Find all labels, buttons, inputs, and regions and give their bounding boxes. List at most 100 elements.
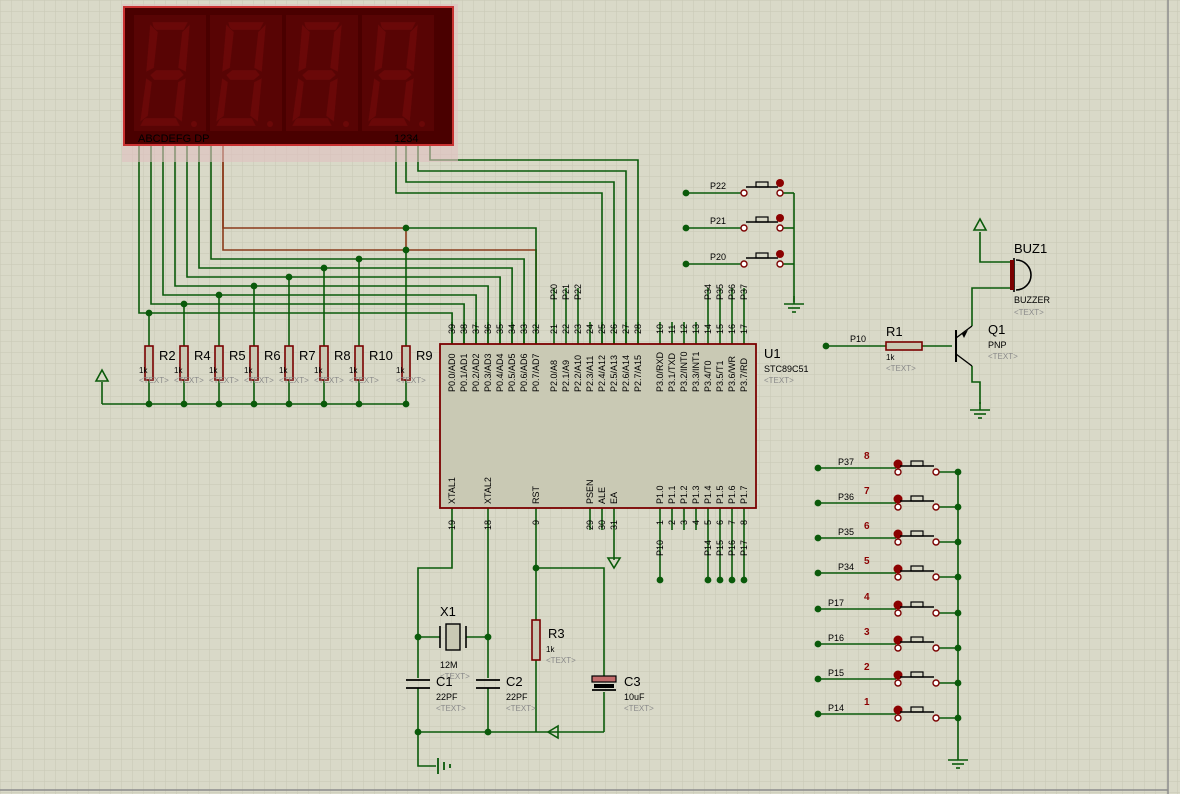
button-pin-marker xyxy=(893,529,903,539)
mcu-ref: U1 xyxy=(764,346,781,361)
pin-number: 9 xyxy=(531,520,541,525)
decimal-point xyxy=(267,121,273,127)
pin-name: P3.7/RD xyxy=(739,357,749,392)
junction-dot xyxy=(285,273,293,281)
resistor-ref: R2 xyxy=(159,348,176,363)
button-terminal xyxy=(894,609,902,617)
cap-plate-positive xyxy=(591,675,617,683)
button-cap xyxy=(910,460,924,467)
resistor-value: 1k xyxy=(139,366,148,375)
push-button-p21[interactable] xyxy=(740,216,784,232)
wire xyxy=(162,145,477,345)
power-arrow xyxy=(972,217,988,231)
resistor-r10[interactable] xyxy=(354,345,364,381)
key-button-5[interactable] xyxy=(894,565,940,581)
pin-number: 5 xyxy=(703,520,713,525)
net-label: P21 xyxy=(710,216,726,226)
resistor-r2[interactable] xyxy=(144,345,154,381)
net-label: P21 xyxy=(561,284,571,300)
button-terminal xyxy=(894,573,902,581)
pin-number: 38 xyxy=(459,324,469,334)
battery-icon xyxy=(437,758,451,774)
resistor-r4[interactable] xyxy=(179,345,189,381)
net-label: P16 xyxy=(727,540,737,556)
buzzer-plate xyxy=(1010,260,1014,290)
net-label: P10 xyxy=(850,334,866,344)
button-cap xyxy=(910,706,924,713)
resistor-r7[interactable] xyxy=(284,345,294,381)
segment xyxy=(221,23,235,73)
pin-name: P3.6/WR xyxy=(727,355,737,392)
resistor-value: 1k xyxy=(314,366,323,375)
resistor-r9[interactable] xyxy=(401,345,411,381)
capacitor-c2[interactable] xyxy=(476,679,500,689)
ground-icon xyxy=(970,402,990,419)
button-terminal xyxy=(932,573,940,581)
button-cap xyxy=(910,530,924,537)
display-digit xyxy=(210,15,282,131)
seven-segment-display[interactable] xyxy=(122,4,458,162)
push-button-p20[interactable] xyxy=(740,252,784,268)
capacitor-c1[interactable] xyxy=(406,679,430,689)
button-terminal xyxy=(740,260,748,268)
key-button-3[interactable] xyxy=(894,636,940,652)
resistor-r5[interactable] xyxy=(214,345,224,381)
key-button-6[interactable] xyxy=(894,530,940,546)
buzzer[interactable] xyxy=(1010,258,1032,292)
pin-name: P3.2/INT0 xyxy=(679,351,689,392)
text-placeholder: <TEXT> xyxy=(1014,308,1044,317)
pin-name: P2.1/A9 xyxy=(561,360,571,392)
button-pin-marker xyxy=(893,635,903,645)
junction-dot xyxy=(704,576,712,584)
mcu-body[interactable] xyxy=(439,343,757,509)
key-button-4[interactable] xyxy=(894,601,940,617)
junction-dot xyxy=(215,291,223,299)
resistor-r1[interactable] xyxy=(885,341,923,351)
button-terminal xyxy=(894,679,902,687)
junction-dot xyxy=(402,246,410,254)
net-label: P20 xyxy=(710,252,726,262)
decimal-point xyxy=(419,121,425,127)
pnp-transistor[interactable] xyxy=(955,325,973,367)
display-digit-label: 1234 xyxy=(394,133,418,145)
push-button-p22[interactable] xyxy=(740,181,784,197)
key-button-8[interactable] xyxy=(894,460,940,476)
junction-dot xyxy=(716,576,724,584)
key-number: 1 xyxy=(864,697,870,708)
transistor-arrow xyxy=(962,330,968,338)
capacitor-c3[interactable] xyxy=(591,675,617,691)
pin-name: P0.0/AD0 xyxy=(447,353,457,392)
resistor-r6[interactable] xyxy=(249,345,259,381)
net-label: P34 xyxy=(703,284,713,300)
key-button-1[interactable] xyxy=(894,706,940,722)
resistor-r8[interactable] xyxy=(319,345,329,381)
pin-number: 11 xyxy=(667,325,677,334)
button-terminal xyxy=(932,644,940,652)
crystal-ref: X1 xyxy=(440,604,456,619)
pin-name: P3.0/RXD xyxy=(655,351,665,392)
resistor-value: 1k xyxy=(349,366,358,375)
net-label: P35 xyxy=(838,527,854,537)
pin-name: P0.7/AD7 xyxy=(531,353,541,392)
segment xyxy=(291,77,305,123)
crystal-x1[interactable] xyxy=(439,623,467,651)
transistor-type: PNP xyxy=(988,340,1007,350)
pin-name: P0.5/AD5 xyxy=(507,353,517,392)
junction-dot xyxy=(740,576,748,584)
text-placeholder: <TEXT> xyxy=(624,704,654,713)
pin-name: P0.4/AD4 xyxy=(495,353,505,392)
button-terminal xyxy=(740,224,748,232)
net-label: P35 xyxy=(715,284,725,300)
junction-dot xyxy=(180,300,188,308)
display-segment-label: ABCDEFG DP xyxy=(138,133,210,145)
resistor-r3[interactable] xyxy=(531,619,541,661)
key-button-7[interactable] xyxy=(894,495,940,511)
key-button-2[interactable] xyxy=(894,671,940,687)
pin-name: P0.2/AD2 xyxy=(471,353,481,392)
crystal-value: 12M xyxy=(440,660,458,670)
button-pin-marker xyxy=(776,214,784,222)
wire xyxy=(979,232,1014,263)
segment xyxy=(249,77,263,123)
